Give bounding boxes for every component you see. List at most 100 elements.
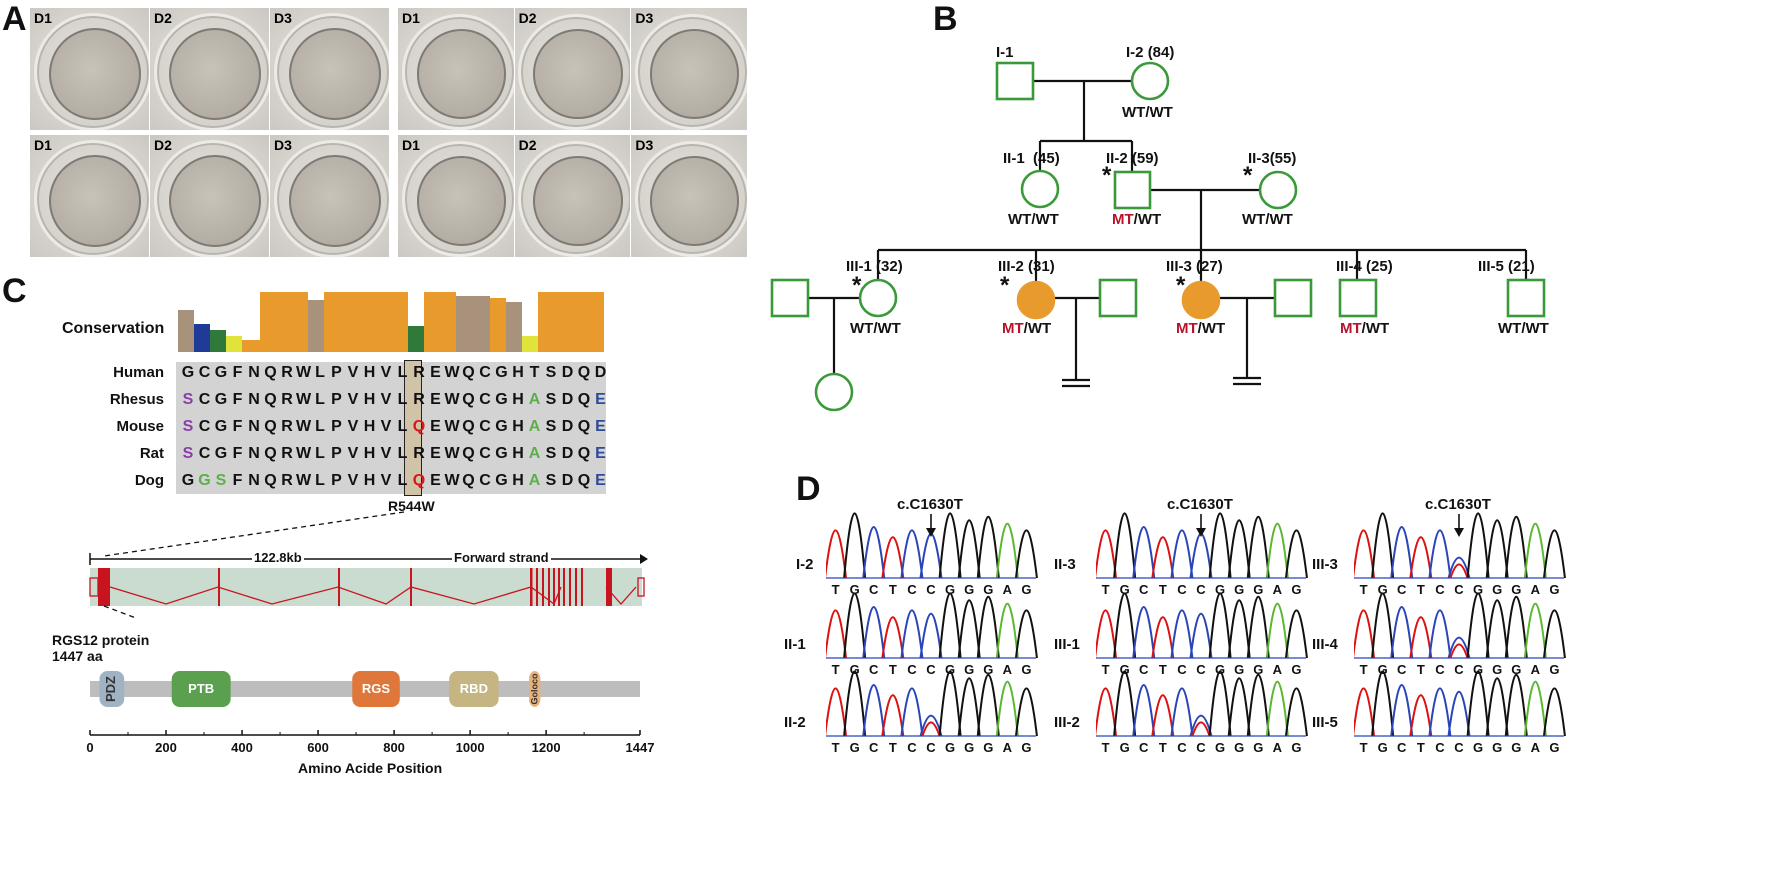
embryo-image-1-2	[150, 8, 269, 130]
residue: T	[529, 364, 540, 381]
trace-peak	[1284, 609, 1308, 659]
species-label-human: Human	[113, 364, 164, 381]
base-call: C	[1397, 662, 1407, 677]
residue: E	[430, 391, 441, 408]
pedigree-genotype-II-1: WT/WT	[1008, 211, 1059, 228]
trace-peak	[995, 602, 1019, 659]
base-call: T	[1102, 662, 1110, 677]
base-call: G	[1492, 662, 1502, 677]
residue: D	[561, 445, 574, 462]
base-call: C	[1177, 582, 1187, 597]
base-call: G	[1549, 662, 1559, 677]
residue: R	[281, 364, 293, 381]
base-call: T	[889, 582, 897, 597]
residue: V	[347, 364, 359, 381]
residue: F	[232, 445, 243, 462]
residue: Q	[577, 445, 591, 462]
gene-length-label: 122.8kb	[252, 550, 304, 565]
trace-peak	[938, 592, 962, 659]
base-call: G	[850, 740, 860, 755]
panel-b-letter: B	[933, 0, 958, 38]
pedigree-id-I-2: I-2 (84)	[1126, 44, 1175, 61]
residue: G	[495, 445, 508, 462]
trace-peak	[1246, 515, 1270, 579]
pedigree-proband-III-3: *	[1176, 272, 1186, 299]
base-call: G	[1253, 740, 1263, 755]
residue: H	[512, 445, 524, 462]
trace-peak	[1485, 599, 1509, 659]
base-call: G	[1378, 582, 1388, 597]
base-call: C	[869, 582, 879, 597]
residue: L	[397, 391, 408, 408]
base-call: A	[1273, 740, 1283, 755]
residue: E	[595, 445, 606, 462]
residue: V	[347, 418, 359, 435]
embryo-cell	[533, 29, 623, 119]
pedigree-chart	[770, 61, 1546, 412]
base-call: G	[1120, 662, 1130, 677]
trace-peak	[881, 536, 905, 579]
residue: E	[595, 472, 606, 489]
residue: G	[181, 472, 195, 489]
day-label: D1	[402, 10, 420, 26]
trace-peak	[881, 694, 905, 737]
day-label: D2	[518, 137, 537, 153]
day-label: D3	[635, 10, 654, 26]
base-call: A	[1273, 662, 1283, 677]
residue: W	[444, 418, 460, 435]
base-call: T	[1159, 740, 1167, 755]
residue: E	[430, 472, 441, 489]
pedigree-id-II-3: II-3(55)	[1248, 150, 1297, 167]
trace-peak	[1227, 519, 1251, 579]
trace-peak	[1014, 529, 1038, 579]
embryo-cell	[49, 28, 141, 120]
trace-peak	[919, 612, 943, 659]
base-call: T	[1360, 662, 1368, 677]
base-call: G	[964, 740, 974, 755]
base-call: C	[1139, 582, 1149, 597]
base-call: G	[1120, 582, 1130, 597]
mutation-arrow-icon	[926, 514, 936, 537]
base-call: G	[983, 740, 993, 755]
embryo-image-3-3	[270, 135, 389, 257]
trace-peak	[1132, 605, 1156, 659]
base-call: C	[869, 662, 879, 677]
base-call: G	[1511, 582, 1521, 597]
base-call: G	[945, 582, 955, 597]
trace-peak	[1151, 694, 1175, 737]
residue: C	[479, 418, 491, 435]
trace-peak	[862, 525, 886, 579]
residue: P	[331, 418, 342, 435]
residue: W	[444, 472, 460, 489]
pedigree-symbol-II-2	[1113, 170, 1152, 210]
residue: Q	[462, 445, 475, 462]
base-call: C	[1435, 582, 1445, 597]
base-call: C	[926, 582, 936, 597]
trace-peak	[1354, 609, 1376, 659]
trace-peak	[976, 515, 1000, 579]
residue: Q	[264, 364, 277, 381]
embryo-cell	[649, 156, 740, 246]
trace-peak	[1284, 687, 1308, 737]
trace-peak	[1354, 687, 1376, 737]
residue: A	[528, 418, 541, 435]
trace-peak	[1265, 522, 1289, 579]
residue: N	[248, 391, 260, 408]
base-call: G	[850, 582, 860, 597]
base-call: G	[1234, 662, 1244, 677]
pedigree-id-III-5: III-5 (21)	[1478, 258, 1535, 275]
residue: D	[561, 418, 574, 435]
pedigree-genotype-III-5: WT/WT	[1498, 320, 1549, 337]
residue: W	[444, 445, 460, 462]
residue: Q	[412, 472, 426, 489]
residue: E	[595, 391, 606, 408]
residue: G	[495, 364, 508, 381]
base-call: C	[926, 662, 936, 677]
embryo-image-4-3	[631, 135, 747, 257]
residue: L	[315, 445, 325, 462]
pedigree-symbol-II-3	[1258, 170, 1298, 210]
base-call: G	[964, 662, 974, 677]
variant-label: R544W	[388, 498, 435, 514]
